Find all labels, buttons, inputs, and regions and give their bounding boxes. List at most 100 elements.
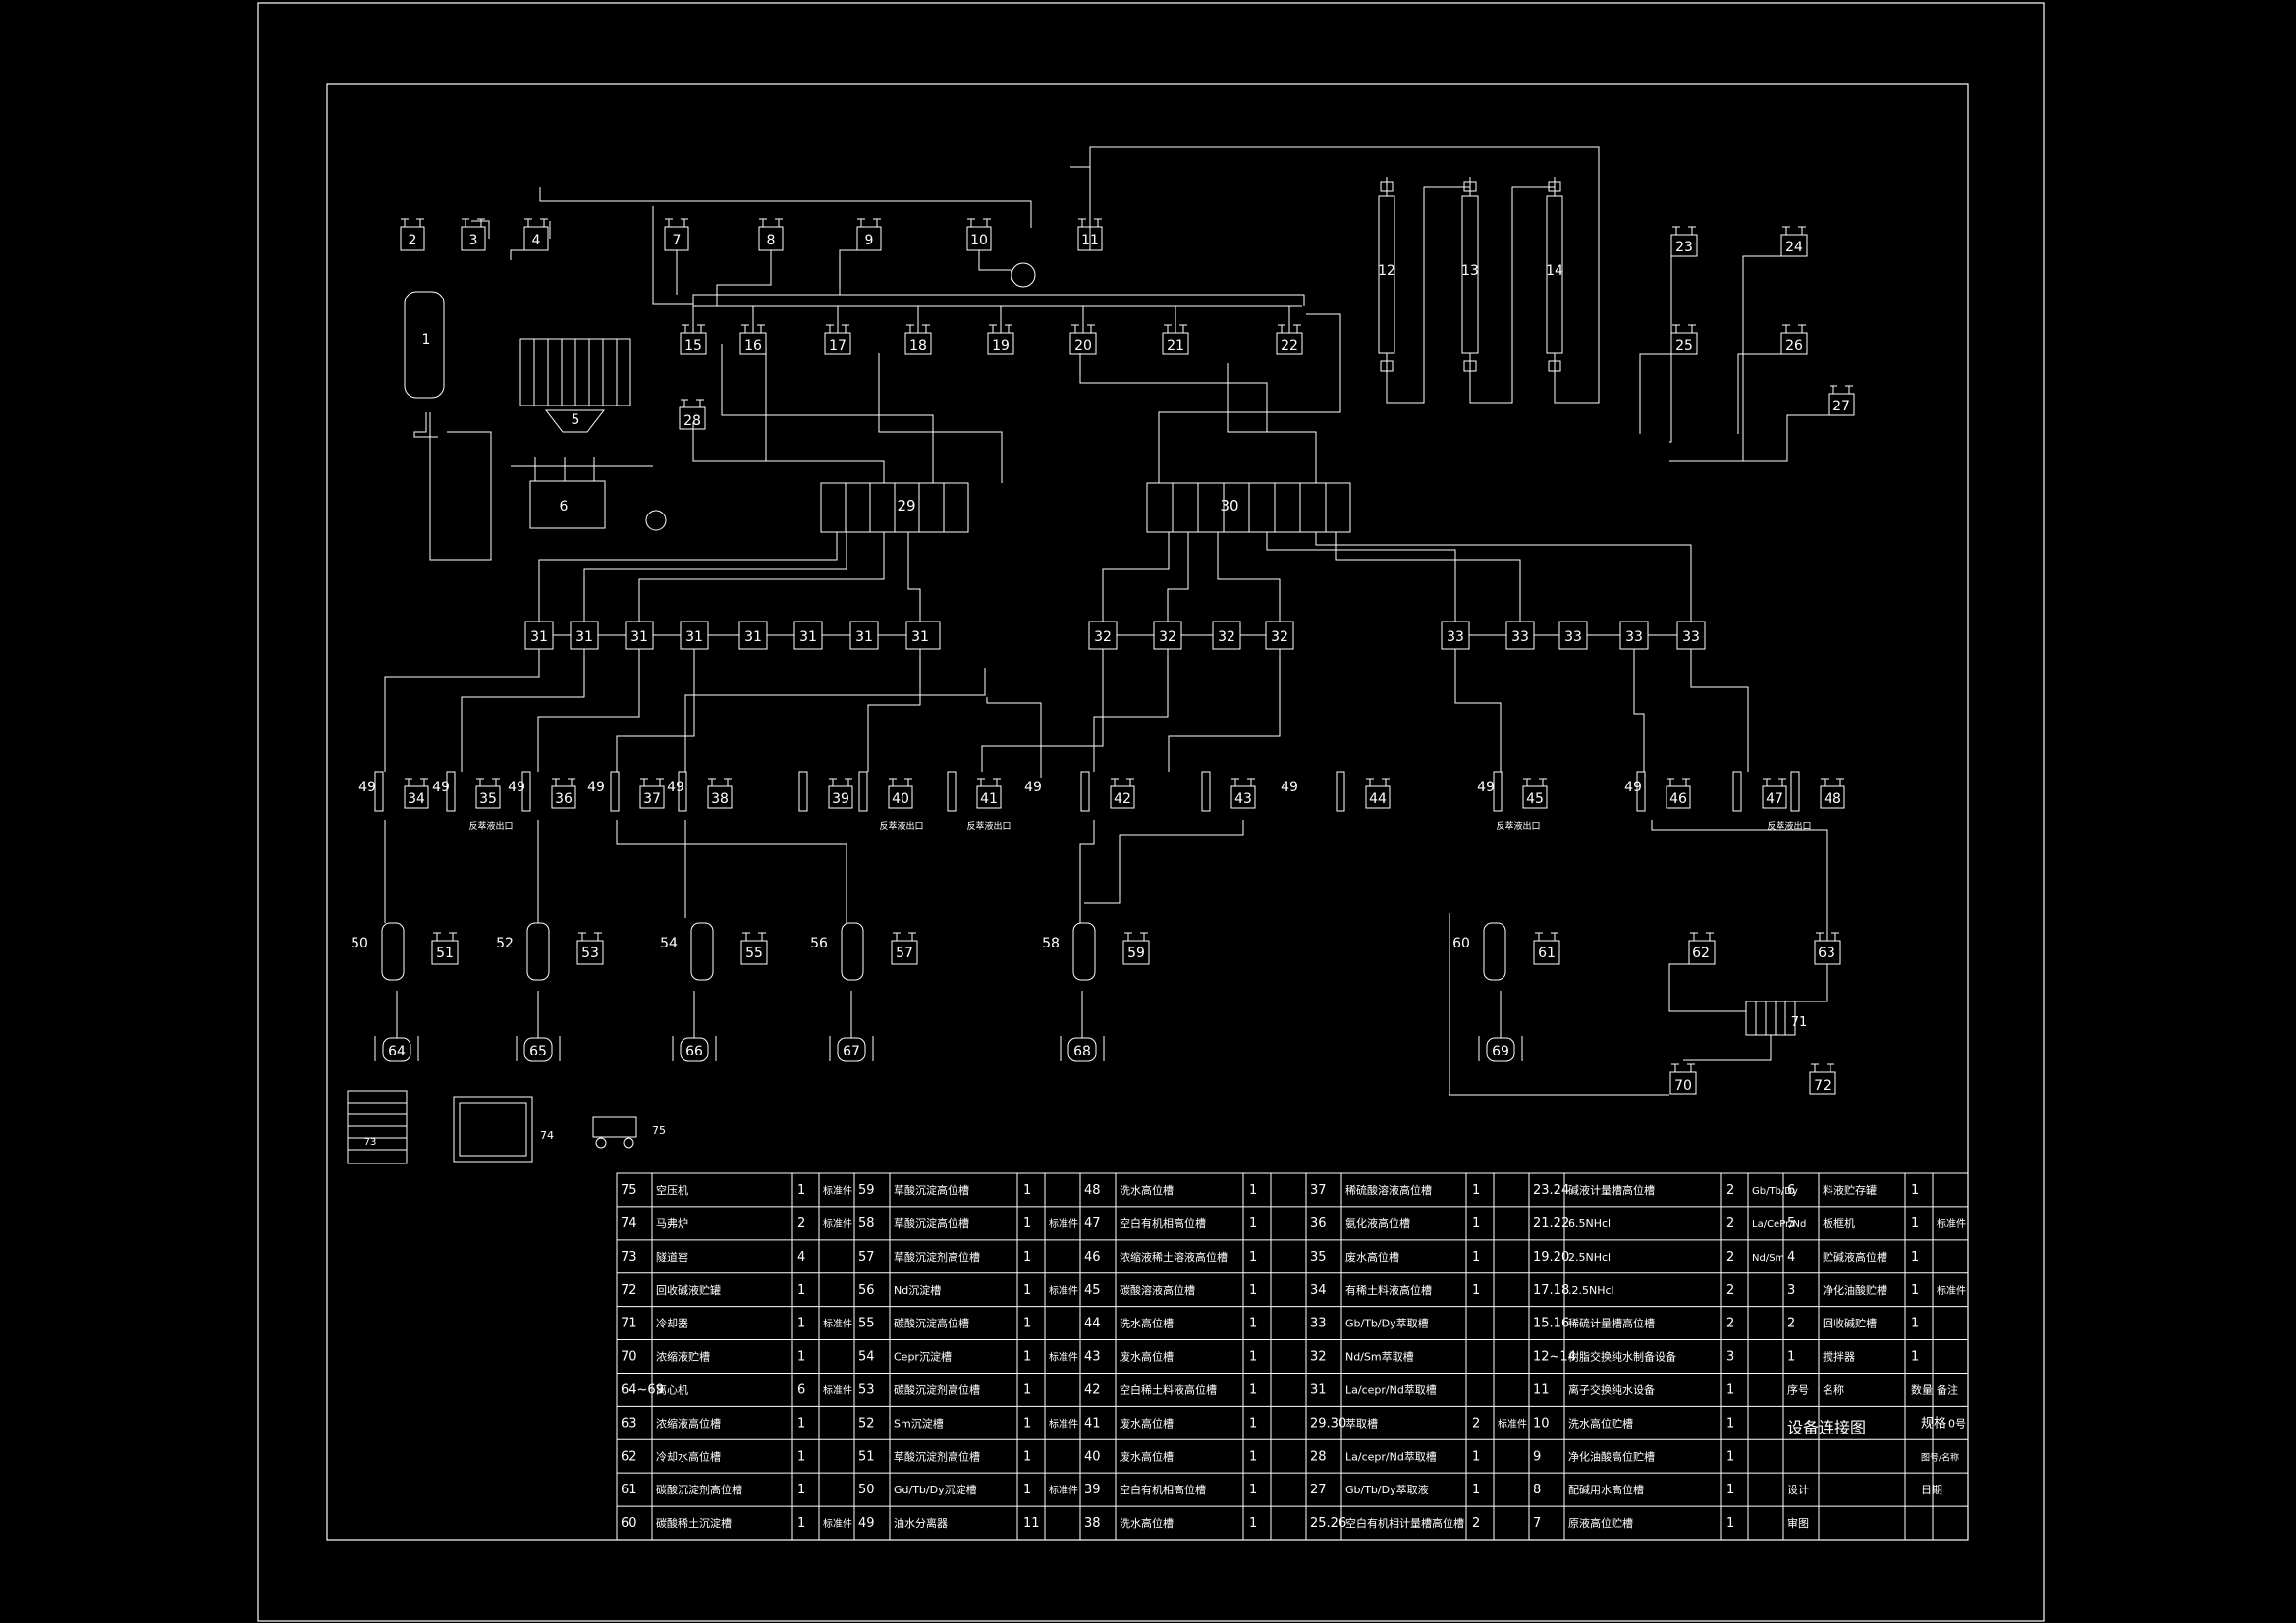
table-row-name: 浓缩液贮槽 <box>656 1350 710 1364</box>
table-row-number: 25.26 <box>1310 1516 1346 1531</box>
table-row-remark: 标准件 <box>823 1319 852 1330</box>
pipe-line <box>1070 166 1091 250</box>
equipment-number: 60 <box>1452 936 1470 951</box>
table-row-remark: 标准件 <box>1937 1285 1966 1297</box>
table-row-qty: 1 <box>1911 1283 1919 1298</box>
equipment-number: 49 <box>358 780 376 795</box>
table-row-qty: 2 <box>1726 1183 1734 1198</box>
pipe-line <box>1315 532 1692 622</box>
pipe-line <box>413 412 438 438</box>
oil-water-separator <box>1790 771 1800 812</box>
equipment-number: 29 <box>897 497 915 514</box>
flow-note: 反萃液出口 <box>1767 820 1811 832</box>
equipment-number: 15 <box>684 338 702 353</box>
oil-water-separator <box>798 771 808 812</box>
equipment-number: 26 <box>1785 338 1803 353</box>
tank <box>1780 234 1808 257</box>
scale-label: 规格 <box>1921 1415 1946 1431</box>
table-row-number: 72 <box>621 1283 637 1298</box>
table-row-number: 42 <box>1084 1382 1101 1397</box>
equipment-number: 41 <box>980 791 998 807</box>
pipe-line <box>471 220 490 239</box>
table-row-number: 41 <box>1084 1416 1101 1431</box>
table-row-qty: 3 <box>1726 1350 1734 1365</box>
table-row-name: 碳酸沉淀高位槽 <box>894 1317 969 1330</box>
pipe-line <box>1079 820 1095 923</box>
equipment-number: 32 <box>1271 629 1288 645</box>
table-row-number: 61 <box>621 1483 637 1497</box>
valve-icon <box>1380 360 1394 372</box>
pipe-line <box>384 649 540 772</box>
table-row-qty: 1 <box>1249 1217 1257 1231</box>
table-row-number: 56 <box>858 1283 875 1298</box>
table-row-name: 草酸沉淀高位槽 <box>894 1217 969 1230</box>
table-header-qty: 数量 <box>1911 1383 1933 1396</box>
oil-water-separator <box>947 771 957 812</box>
table-row-name: 氨化液高位槽 <box>1345 1217 1410 1230</box>
table-row-qty: 1 <box>1472 1183 1480 1198</box>
equipment-number: 4 <box>532 233 541 248</box>
equipment-number: 12 <box>1378 263 1395 279</box>
table-header-name: 名称 <box>1823 1382 1844 1396</box>
pipe-line <box>981 649 1104 772</box>
flow-note: 反萃液出口 <box>879 820 923 832</box>
flow-note: 反萃液出口 <box>1496 820 1540 832</box>
equipment-number: 46 <box>1669 791 1687 807</box>
equipment-number: 7 <box>673 233 682 248</box>
table-row-number: 45 <box>1084 1283 1101 1298</box>
pipe-line <box>839 249 869 295</box>
equipment-number: 40 <box>892 791 909 807</box>
table-row-qty: 1 <box>797 1483 805 1497</box>
table-row-qty: 1 <box>1023 1416 1031 1431</box>
table-row-qty: 1 <box>1472 1483 1480 1497</box>
pipe-line <box>1217 532 1281 622</box>
table-row-qty: 1 <box>1023 1449 1031 1464</box>
table-row-name: 回收碱液贮罐 <box>656 1283 721 1297</box>
table-row-number: 27 <box>1310 1483 1327 1497</box>
equipment-number: 39 <box>832 791 849 807</box>
pipe-line <box>1093 649 1169 772</box>
equipment-number: 8 <box>767 233 776 248</box>
equipment-number: 70 <box>1674 1078 1692 1094</box>
equipment-number: 31 <box>799 629 817 645</box>
equipment-number: 49 <box>587 780 605 795</box>
equipment-number: 49 <box>1024 780 1042 795</box>
table-row-number: 63 <box>621 1416 637 1431</box>
table-row-qty: 1 <box>1249 1183 1257 1198</box>
table-row-qty: 1 <box>1249 1416 1257 1431</box>
table-row-number: 59 <box>858 1183 875 1198</box>
table-row-qty: 1 <box>797 1317 805 1331</box>
equipment-number: 69 <box>1492 1044 1509 1059</box>
oil-water-separator <box>610 771 620 812</box>
table-row-qty: 2 <box>1472 1516 1480 1531</box>
tank <box>1670 234 1698 257</box>
equipment-number: 18 <box>909 338 927 353</box>
pipe-line <box>1737 353 1781 434</box>
equipment-number: 32 <box>1159 629 1176 645</box>
tank <box>1522 785 1548 809</box>
equipment-number: 48 <box>1824 791 1841 807</box>
pipe-line <box>652 206 693 305</box>
equipment-number: 36 <box>555 791 573 807</box>
table-row-qty: 1 <box>1249 1250 1257 1265</box>
table-row-remark: 标准件 <box>823 1185 852 1197</box>
table-row-name: 废水高位槽 <box>1120 1350 1174 1364</box>
table-row-number: 7 <box>1533 1516 1541 1531</box>
table-row-number: 53 <box>858 1382 875 1397</box>
equipment-number: 63 <box>1818 946 1835 961</box>
equipment-number: 75 <box>652 1124 666 1137</box>
equipment-number: 51 <box>436 946 454 961</box>
storage-tank <box>529 480 606 529</box>
equipment-number: 33 <box>1625 629 1643 645</box>
equipment-number: 14 <box>1546 263 1563 279</box>
tank <box>1230 785 1256 809</box>
pipe-line <box>692 294 1305 306</box>
equipment-number: 58 <box>1042 936 1060 951</box>
equipment-number: 3 <box>469 233 478 248</box>
table-row-number: 64~69 <box>621 1382 664 1397</box>
pipe-line <box>538 532 838 622</box>
table-row-number: 9 <box>1533 1449 1541 1464</box>
tank <box>891 940 918 965</box>
table-row-number: 74 <box>621 1217 637 1231</box>
tank <box>1365 785 1391 809</box>
